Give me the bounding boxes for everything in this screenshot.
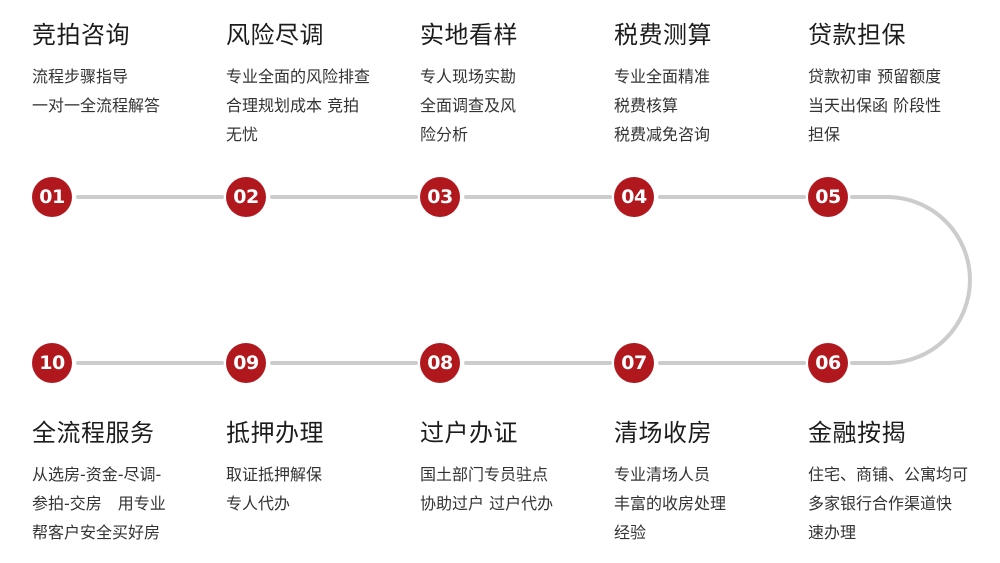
step-card-07: 清场收房 专业清场人员 丰富的收房处理 经验	[614, 418, 799, 547]
step-number-06: 06	[808, 343, 848, 383]
step-description: 国土部门专员驻点 协助过户 过户代办	[420, 460, 605, 518]
step-desc-line: 流程步骤指导	[32, 67, 129, 86]
step-desc-line: 取证抵押解保	[226, 465, 323, 484]
step-desc-line: 税费核算	[614, 96, 679, 115]
step-desc-line: 国土部门专员驻点	[420, 465, 549, 484]
step-desc-line: 从选房-资金-尽调-	[32, 465, 162, 484]
step-card-08: 过户办证 国土部门专员驻点 协助过户 过户代办	[420, 418, 605, 518]
step-number-07: 07	[614, 343, 654, 383]
step-card-03: 实地看样 专人现场实勘 全面调查及风 险分析	[420, 20, 605, 149]
step-number-08: 08	[420, 343, 460, 383]
step-number-02: 02	[226, 177, 266, 217]
step-desc-line: 专人代办	[226, 494, 291, 513]
step-desc-line: 担保	[808, 125, 841, 144]
step-title: 清场收房	[614, 419, 712, 447]
step-desc-line: 全面调查及风	[420, 96, 517, 115]
step-card-06: 金融按揭 住宅、商铺、公寓均可 多家银行合作渠道快 速办理	[808, 418, 993, 547]
step-card-04: 税费测算 专业全面精准 税费核算 税费减免咨询	[614, 20, 799, 149]
step-number-10: 10	[32, 343, 72, 383]
step-description: 专业清场人员 丰富的收房处理 经验	[614, 460, 799, 547]
step-title: 风险尽调	[226, 21, 324, 49]
step-card-02: 风险尽调 专业全面的风险排查 合理规划成本 竞拍 无忧	[226, 20, 411, 149]
step-title: 竞拍咨询	[32, 21, 130, 49]
step-desc-line: 合理规划成本 竞拍	[226, 96, 360, 115]
step-card-10: 全流程服务 从选房-资金-尽调- 参拍-交房 用专业 帮客户安全买好房	[32, 418, 217, 547]
step-number-03: 03	[420, 177, 460, 217]
step-description: 从选房-资金-尽调- 参拍-交房 用专业 帮客户安全买好房	[32, 460, 217, 547]
step-card-05: 贷款担保 贷款初审 预留额度 当天出保函 阶段性 担保	[808, 20, 993, 149]
step-desc-line: 险分析	[420, 125, 469, 144]
step-title: 金融按揭	[808, 419, 906, 447]
step-desc-line: 一对一全流程解答	[32, 96, 161, 115]
step-description: 专人现场实勘 全面调查及风 险分析	[420, 62, 605, 149]
step-desc-line: 无忧	[226, 125, 259, 144]
step-desc-line: 税费减免咨询	[614, 125, 711, 144]
step-description: 住宅、商铺、公寓均可 多家银行合作渠道快 速办理	[808, 460, 993, 547]
step-desc-line: 专业全面精准	[614, 67, 711, 86]
step-description: 专业全面精准 税费核算 税费减免咨询	[614, 62, 799, 149]
step-desc-line: 经验	[614, 523, 647, 542]
step-number-04: 04	[614, 177, 654, 217]
step-title: 过户办证	[420, 419, 518, 447]
step-title: 抵押办理	[226, 419, 324, 447]
step-desc-line: 住宅、商铺、公寓均可	[808, 465, 969, 484]
step-desc-line: 参拍-交房 用专业	[32, 494, 166, 513]
step-desc-line: 专业清场人员	[614, 465, 711, 484]
step-title: 税费测算	[614, 21, 712, 49]
connector-05-06-arc	[850, 195, 972, 365]
step-desc-line: 专人现场实勘	[420, 67, 517, 86]
step-description: 贷款初审 预留额度 当天出保函 阶段性 担保	[808, 62, 993, 149]
step-description: 取证抵押解保 专人代办	[226, 460, 411, 518]
step-number-05: 05	[808, 177, 848, 217]
step-description: 流程步骤指导 一对一全流程解答	[32, 62, 217, 120]
step-desc-line: 专业全面的风险排查	[226, 67, 371, 86]
step-title: 实地看样	[420, 21, 518, 49]
step-desc-line: 多家银行合作渠道快	[808, 494, 953, 513]
step-desc-line: 当天出保函 阶段性	[808, 96, 942, 115]
step-desc-line: 丰富的收房处理	[614, 494, 727, 513]
step-number-09: 09	[226, 343, 266, 383]
step-title: 贷款担保	[808, 21, 906, 49]
step-desc-line: 速办理	[808, 523, 857, 542]
step-description: 专业全面的风险排查 合理规划成本 竞拍 无忧	[226, 62, 411, 149]
step-desc-line: 贷款初审 预留额度	[808, 67, 942, 86]
step-desc-line: 协助过户 过户代办	[420, 494, 554, 513]
step-card-01: 竞拍咨询 流程步骤指导 一对一全流程解答	[32, 20, 217, 120]
step-card-09: 抵押办理 取证抵押解保 专人代办	[226, 418, 411, 518]
step-desc-line: 帮客户安全买好房	[32, 523, 161, 542]
step-number-01: 01	[32, 177, 72, 217]
step-title: 全流程服务	[32, 419, 155, 447]
